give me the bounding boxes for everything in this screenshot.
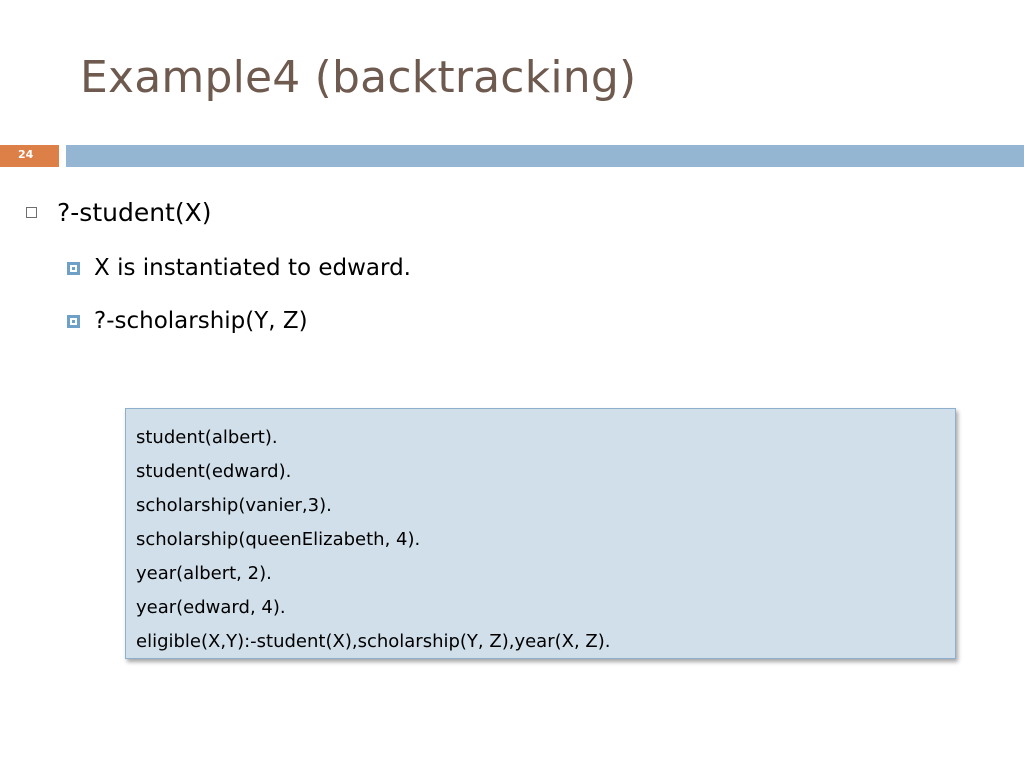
filled-square-bullet-icon — [67, 314, 80, 328]
code-line: year(albert, 2). — [136, 563, 272, 584]
code-lines: student(albert). student(edward). schola… — [136, 421, 610, 659]
slide-title: Example4 (backtracking) — [80, 52, 637, 103]
bullet-level2-text: ?-scholarship(Y, Z) — [94, 308, 308, 334]
code-line: year(edward, 4). — [136, 597, 286, 618]
bullet-level2-item: X is instantiated to edward. — [67, 251, 411, 285]
bullet-level1: ?-student(X) — [26, 194, 212, 230]
code-line: student(edward). — [136, 461, 292, 482]
slide-number: 24 — [18, 148, 34, 161]
bullet-level1-text: ?-student(X) — [57, 197, 212, 227]
header-accent-bar — [66, 145, 1024, 167]
bullet-level2-text: X is instantiated to edward. — [94, 255, 411, 281]
code-line: scholarship(queenElizabeth, 4). — [136, 529, 421, 550]
code-line: scholarship(vanier,3). — [136, 495, 332, 516]
hollow-square-bullet-icon — [26, 206, 37, 218]
bullet-level2-item: ?-scholarship(Y, Z) — [67, 304, 308, 338]
code-line: eligible(X,Y):-student(X),scholarship(Y,… — [136, 631, 611, 652]
slide-number-badge: 24 — [0, 145, 59, 167]
filled-square-bullet-icon — [67, 261, 80, 275]
prolog-code-box: student(albert). student(edward). schola… — [125, 408, 956, 659]
code-line: student(albert). — [136, 427, 278, 448]
